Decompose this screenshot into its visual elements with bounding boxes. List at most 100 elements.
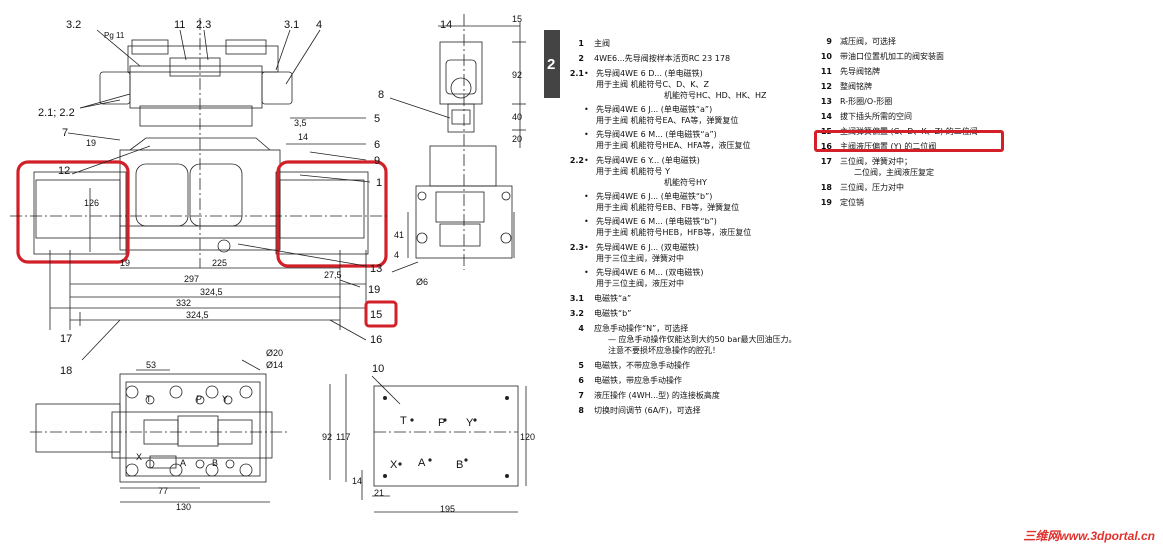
dim-14-b: 14: [352, 476, 362, 486]
legend-item-number: 19: [820, 198, 832, 207]
legend-item-note: 注意不要损坏应急操作的腔孔！: [608, 346, 720, 355]
callout-13: 13: [370, 263, 382, 275]
bullet-icon: •: [584, 69, 589, 78]
dim-40: 40: [512, 112, 522, 122]
legend-item-text: 三位阀，压力对中: [840, 183, 904, 192]
legend-item-body: 减压阀，可选择: [840, 36, 1032, 47]
legend-item-body: 拔下插头所需的空间: [840, 111, 1032, 122]
legend-item-body: 切换时间调节 (6A/F)，可选择: [594, 405, 820, 416]
dim-15: 15: [512, 14, 522, 24]
dim-4: 4: [394, 250, 399, 260]
legend-item-number: 6: [578, 376, 584, 385]
callout-15: 15: [370, 309, 382, 321]
legend-item-body: 液压操作 (4WH...型) 的连接板高度: [594, 390, 820, 401]
legend-item-text: 电磁铁“b”: [594, 309, 632, 318]
bullet-icon: •: [584, 130, 589, 139]
legend-item-number: 8: [578, 406, 584, 415]
legend-item-body: 4WE6...先导阀按样本活页RC 23 178: [594, 53, 820, 64]
port-p-face: P: [438, 417, 445, 429]
legend-item-body: 先导阀铭牌: [840, 66, 1032, 77]
legend-item-number: 13: [820, 97, 832, 106]
legend-item: 19 定位销: [812, 197, 1032, 208]
legend-item-body: 主阀: [594, 38, 820, 49]
legend-subitem: •先导阀4WE 6 M... (双电磁铁)用于三位主阀，液压对中: [584, 267, 820, 289]
dim-92-a: 92: [512, 70, 522, 80]
dim-20: 20: [512, 134, 522, 144]
legend-item-body: 主阀液压偏置 (Y) 的二位阀: [840, 141, 1032, 152]
section-tab: 2: [544, 30, 560, 98]
dim-19-a: 19: [86, 138, 96, 148]
callout-18: 18: [60, 365, 72, 377]
dim-19-b: 19: [120, 258, 130, 268]
legend-item-body: •先导阀4WE 6 J... (双电磁铁)用于三位主阀，弹簧对中 • 先导阀4WE …: [584, 242, 820, 289]
legend-subitem-line: 用于主阀 机能符号HEB，HFB等，液压复位: [596, 228, 752, 237]
legend-subitem: •先导阀4WE 6 J... (单电磁铁“b”)用于主阀 机能符号EB、FB等，…: [584, 191, 820, 213]
callout-1: 1: [376, 177, 382, 189]
dim-dia-20: Ø20: [266, 348, 283, 358]
legend-item-body: 电磁铁“b”: [594, 308, 820, 319]
highlight-box-item-15: [814, 130, 1004, 152]
legend-item-text: 主阀液压偏置 (Y) 的二位阀: [840, 142, 937, 151]
legend-item-text: R-形圈/O-形圈: [840, 97, 893, 106]
callout-4: 4: [316, 19, 322, 31]
legend-item-number: 3.1: [569, 294, 584, 303]
dim-41: 41: [394, 230, 404, 240]
legend-item-text: 电磁铁“a”: [594, 294, 632, 303]
callout-10: 10: [372, 363, 384, 375]
callout-11: 11: [174, 19, 185, 31]
legend-item-body: R-形圈/O-形圈: [840, 96, 1032, 107]
dim-117: 117: [336, 432, 350, 442]
legend-subitem-line: 先导阀4WE 6 J... (单电磁铁“a”): [596, 105, 713, 114]
legend-item: 8 切换时间调节 (6A/F)，可选择: [560, 405, 820, 416]
legend-item-number: 17: [820, 157, 832, 166]
legend-subitem-line: 先导阀4WE 6 M... (双电磁铁): [596, 268, 704, 277]
dim-27-5: 27,5: [324, 270, 342, 280]
legend-item-number: 18: [820, 183, 832, 192]
legend-item: 6 电磁铁，带应急手动操作: [560, 375, 820, 386]
legend-subitem-line: 先导阀4WE 6 Y... (单电磁铁): [596, 156, 700, 165]
bullet-icon: •: [584, 105, 589, 114]
legend-item-text: 4WE6...先导阀按样本活页RC 23 178: [594, 54, 731, 63]
callout-16: 16: [370, 334, 382, 346]
legend-subitem-line: 用于主阀 机能符号C、D、K、Z: [596, 80, 710, 89]
legend-item-text: 电磁铁，带应急手动操作: [594, 376, 682, 385]
legend-item-number: 3.2: [569, 309, 584, 318]
callout-8: 8: [378, 89, 384, 101]
callout-12: 12: [58, 165, 70, 177]
legend-item: 2.1•先导阀4WE 6 D... (单电磁铁)用于主阀 机能符号C、D、K、Z…: [560, 68, 820, 151]
legend-item-note: — 应急手动操作仅能达到大约50 bar最大回油压力。: [608, 335, 797, 344]
legend-item-text: 液压操作 (4WH...型) 的连接板高度: [594, 391, 720, 400]
bullet-icon: •: [584, 192, 589, 201]
port-p-bottom: P: [196, 394, 202, 404]
dim-21: 21: [374, 488, 384, 498]
legend-item-number: 9: [826, 37, 832, 46]
dim-14-a: 14: [298, 132, 308, 142]
dim-195: 195: [440, 504, 455, 514]
legend-item-body: 电磁铁，带应急手动操作: [594, 375, 820, 386]
legend-item-number: 4: [578, 324, 584, 333]
legend-item-number: 2: [578, 54, 584, 63]
callout-pg11: Pg 11: [104, 31, 125, 40]
legend-item-text: 先导阀铭牌: [840, 67, 880, 76]
legend-subitem-line: 用于主阀 机能符号HEA、HFA等，液压复位: [596, 141, 751, 150]
bullet-icon: •: [584, 268, 589, 277]
port-x-face: X: [390, 459, 398, 471]
legend-subitem: •先导阀4WE 6 J... (双电磁铁)用于三位主阀，弹簧对中: [584, 242, 820, 264]
legend-item-number: 2.2: [569, 156, 584, 165]
callout-2-3: 2.3: [196, 19, 211, 31]
callout-2-1-2-2: 2.1; 2.2: [38, 107, 75, 119]
legend-item-body: 三位阀，压力对中: [840, 182, 1032, 193]
legend-item-text: 定位销: [840, 198, 864, 207]
